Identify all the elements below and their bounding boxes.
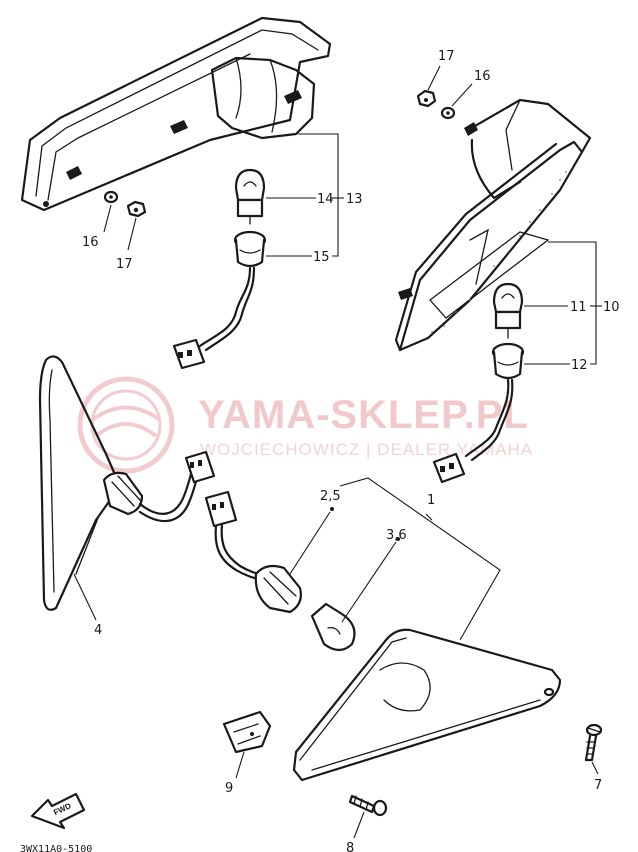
left-flasher-connector-b	[204, 490, 238, 528]
screw-7	[584, 723, 603, 762]
washer-16-right	[440, 106, 456, 120]
label-4: 4	[94, 623, 102, 638]
label-15: 15	[313, 250, 330, 265]
label-13: 13	[346, 192, 363, 207]
left-flasher-connector-a	[184, 450, 216, 484]
label-11: 11	[570, 300, 587, 315]
label-14: 14	[317, 192, 334, 207]
left-turn-signal-lens	[38, 355, 122, 611]
watermark-brand: YAMA-SKLEP.PL	[198, 393, 529, 437]
left-flasher-socket	[102, 471, 144, 516]
label-3-6: 3,6	[386, 528, 407, 543]
bulb-3-6	[310, 602, 356, 652]
watermark-logo-icon	[77, 376, 175, 474]
socket-12	[491, 342, 525, 380]
label-17-left: 17	[116, 257, 133, 272]
label-16-right: 16	[474, 69, 491, 84]
watermark-dealer: WOJCIECHOWICZ | DEALER YAMAHA	[200, 440, 533, 459]
socket-15	[233, 230, 267, 268]
label-16-left: 16	[82, 235, 99, 250]
clip-9	[222, 710, 272, 754]
label-9: 9	[225, 781, 233, 796]
label-8: 8	[346, 841, 354, 852]
left-lamp-housing	[20, 16, 332, 212]
label-7: 7	[594, 778, 602, 793]
screw-8	[348, 794, 388, 817]
label-1: 1	[427, 493, 435, 508]
bulb-11	[492, 282, 524, 339]
bulb-14	[234, 168, 266, 225]
right-lamp-housing	[394, 98, 592, 352]
right-turn-signal-lens	[292, 628, 562, 782]
washer-16-left	[103, 190, 119, 204]
connector-left	[172, 338, 206, 370]
label-12: 12	[571, 358, 588, 373]
nut-17-left	[126, 200, 147, 218]
label-2-5: 2,5	[320, 489, 341, 504]
connector-right	[432, 452, 466, 484]
figure-code: 3WX11A0-5100	[20, 844, 92, 852]
socket-2-5	[254, 564, 302, 614]
forward-direction-arrow-icon: FWD	[30, 792, 86, 830]
label-17-right: 17	[438, 49, 455, 64]
nut-17-right	[416, 89, 437, 108]
label-10: 10	[603, 300, 620, 315]
watermark: YAMA-SKLEP.PL WOJCIECHOWICZ | DEALER YAM…	[77, 376, 533, 474]
